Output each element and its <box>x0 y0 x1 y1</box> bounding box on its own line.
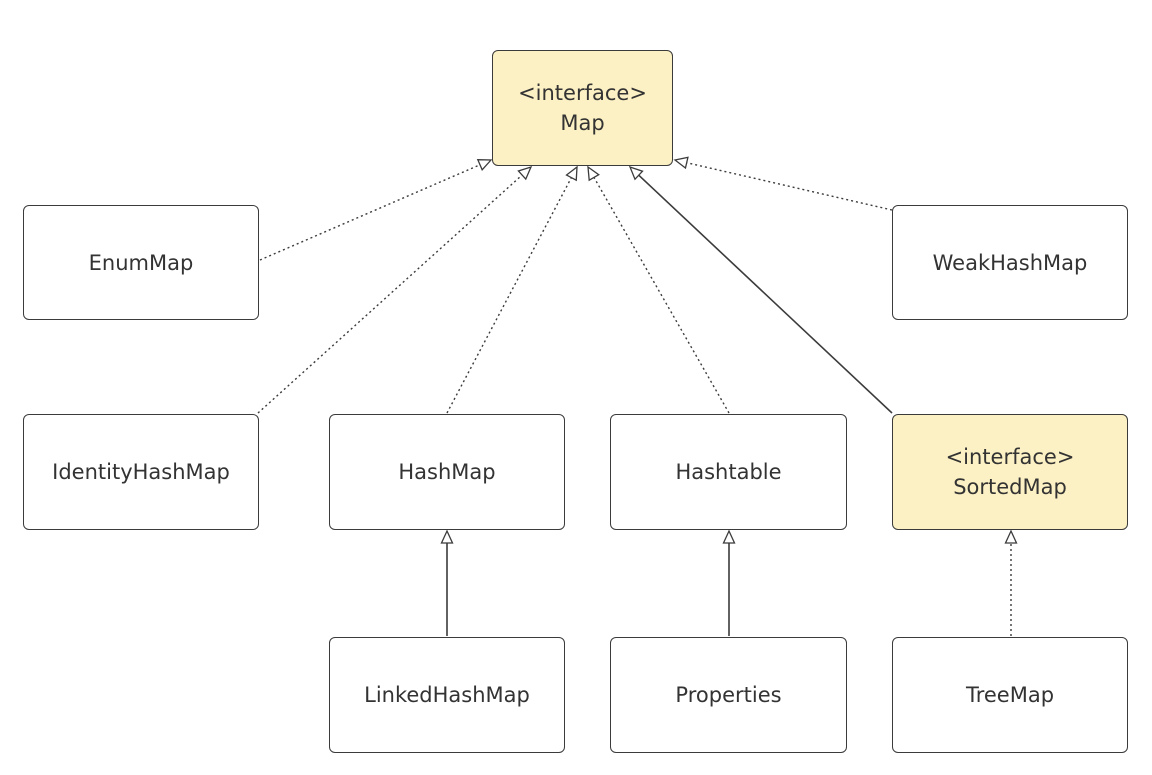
hashmap-label: HashMap <box>398 460 496 484</box>
edge-weakhashmap-to-map-arrowhead <box>673 156 689 170</box>
edge-enummap-to-map-line <box>259 164 481 261</box>
map-label: Map <box>560 111 605 135</box>
enummap-node[interactable]: EnumMap <box>23 205 259 320</box>
edge-enummap-to-map <box>259 159 493 261</box>
map-stereotype: <interface> <box>518 81 647 105</box>
linkedhashmap-node[interactable]: LinkedHashMap <box>329 637 565 753</box>
properties-node[interactable]: Properties <box>610 637 847 753</box>
edge-identityhashmap-to-map <box>257 165 533 414</box>
linkedhashmap-label: LinkedHashMap <box>364 683 530 707</box>
edge-weakhashmap-to-map-line <box>686 162 893 211</box>
treemap-node[interactable]: TreeMap <box>892 637 1128 753</box>
edge-properties-to-hashtable <box>722 529 736 636</box>
edge-identityhashmap-to-map-line <box>257 174 523 414</box>
edge-linkedhashmap-to-hashmap <box>440 529 454 636</box>
edge-treemap-to-sortedmap-arrowhead <box>1004 529 1018 544</box>
map-interface-node[interactable]: <interface> Map <box>492 50 673 166</box>
properties-label: Properties <box>675 683 782 707</box>
edge-identityhashmap-to-map-arrowhead <box>517 165 533 181</box>
edge-sortedmap-to-map-line <box>638 174 893 414</box>
hashtable-node[interactable]: Hashtable <box>610 414 847 530</box>
edge-hashtable-to-map <box>587 165 730 414</box>
edge-properties-to-hashtable-arrowhead <box>722 529 736 544</box>
edge-hashtable-to-map-arrowhead <box>587 165 600 182</box>
edge-hashmap-to-map-arrowhead <box>565 165 578 182</box>
identityhashmap-label: IdentityHashMap <box>52 460 230 484</box>
edge-hashmap-to-map <box>446 165 578 414</box>
weakhashmap-node[interactable]: WeakHashMap <box>892 205 1128 320</box>
edge-sortedmap-to-map <box>628 165 893 414</box>
edge-enummap-to-map-arrowhead <box>476 159 493 172</box>
identityhashmap-node[interactable]: IdentityHashMap <box>23 414 259 530</box>
weakhashmap-label: WeakHashMap <box>932 250 1088 275</box>
sortedmap-interface-node[interactable]: <interface> SortedMap <box>892 414 1128 530</box>
hashmap-node[interactable]: HashMap <box>329 414 565 530</box>
edge-linkedhashmap-to-hashmap-arrowhead <box>440 529 454 544</box>
treemap-label: TreeMap <box>965 683 1055 707</box>
edge-sortedmap-to-map-arrowhead <box>628 165 644 181</box>
sortedmap-stereotype: <interface> <box>945 445 1075 469</box>
edge-weakhashmap-to-map <box>673 156 893 211</box>
sortedmap-label: SortedMap <box>953 475 1067 499</box>
hashtable-label: Hashtable <box>675 460 782 484</box>
enummap-label: EnumMap <box>88 250 194 275</box>
edge-hashtable-to-map-line <box>593 177 730 414</box>
edge-hashmap-to-map-line <box>446 177 573 414</box>
edge-treemap-to-sortedmap <box>1004 529 1018 636</box>
